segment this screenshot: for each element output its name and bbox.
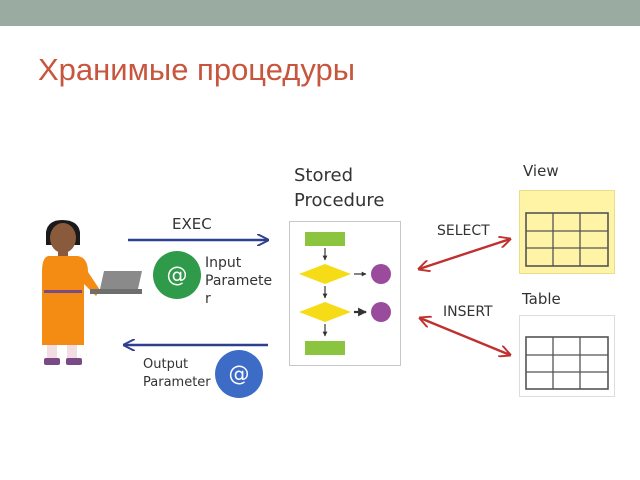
table-label: Table	[522, 290, 561, 308]
top-bar	[0, 0, 640, 26]
input-parameter-line-1: Input	[205, 255, 242, 271]
output-parameter-at-icon: @	[215, 350, 263, 398]
stored-procedure-label: Stored Procedure	[294, 163, 384, 213]
output-parameter-line-2: Parameter	[143, 375, 211, 390]
stored-procedure-line-2: Procedure	[294, 190, 385, 211]
output-parameter-label: Output Parameter	[143, 356, 211, 392]
input-parameter-at-icon: @	[153, 251, 201, 299]
view-label: View	[523, 162, 559, 180]
person-with-laptop-icon	[42, 220, 142, 365]
select-label: SELECT	[437, 223, 490, 239]
exec-label: EXEC	[172, 215, 212, 233]
stored-procedure-box	[289, 221, 401, 366]
output-parameter-line-1: Output	[143, 357, 189, 372]
flowchart-icon	[299, 232, 391, 355]
view-icon	[519, 190, 615, 274]
slide-title: Хранимые процедуры	[38, 52, 356, 87]
table-grid-icon	[525, 336, 609, 390]
view-grid-icon	[525, 212, 609, 267]
select-arrow	[419, 239, 510, 269]
insert-arrow	[420, 318, 510, 355]
input-parameter-line-3: r	[205, 291, 211, 307]
insert-label: INSERT	[443, 304, 493, 320]
input-parameter-line-2: Paramete	[205, 273, 273, 289]
input-parameter-label: Input Paramete r	[205, 254, 272, 308]
stored-procedure-line-1: Stored	[294, 165, 354, 186]
table-icon	[519, 315, 615, 397]
